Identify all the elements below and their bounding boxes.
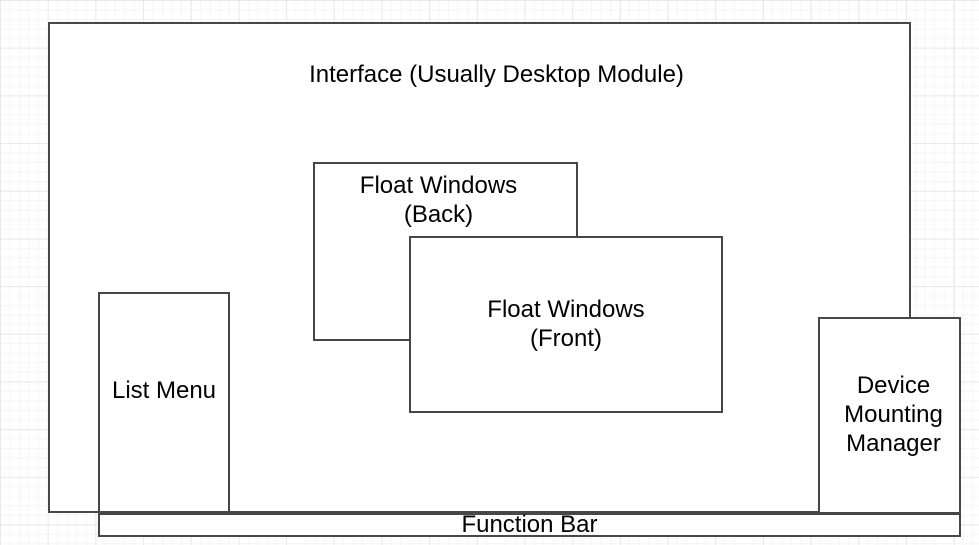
device-mounting-manager-box[interactable]: Device Mounting Manager	[818, 317, 961, 514]
float-windows-front-label: Float Windows (Front)	[487, 295, 645, 352]
interface-box[interactable]: Interface (Usually Desktop Module) Float…	[48, 22, 961, 537]
function-bar-box[interactable]: Function Bar	[98, 513, 961, 537]
list-menu-label: List Menu	[111, 377, 217, 405]
float-windows-front-box[interactable]: Float Windows (Front)	[409, 236, 723, 413]
interface-label: Interface (Usually Desktop Module)	[309, 61, 684, 88]
float-windows-back-label: Float Windows (Back)	[359, 172, 518, 228]
list-menu-box[interactable]: List Menu	[98, 292, 230, 513]
device-mounting-manager-label: Device Mounting Manager	[844, 372, 943, 457]
function-bar-label: Function Bar	[461, 511, 598, 538]
